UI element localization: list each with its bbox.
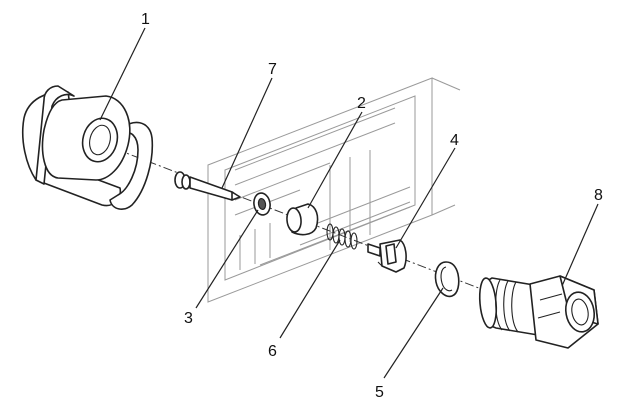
leader-4: [395, 147, 456, 249]
leader-5: [383, 287, 444, 379]
part-5-retaining-ring: [434, 261, 460, 298]
callout-3: 3: [184, 310, 193, 327]
callout-5: 5: [375, 384, 384, 401]
callout-2: 2: [357, 95, 366, 112]
part-8-connector-body: [478, 275, 599, 349]
part-3-washer: [253, 192, 271, 216]
callout-4: 4: [450, 132, 459, 149]
leader-6: [279, 239, 341, 339]
callout-7: 7: [268, 61, 277, 78]
background-logo: [207, 77, 461, 303]
leader-7: [221, 77, 273, 189]
callout-8: 8: [594, 187, 603, 204]
part-4-valve-head: [367, 239, 407, 273]
part-7-valve-stem: [174, 171, 241, 201]
callout-6: 6: [268, 343, 277, 360]
leader-2: [307, 111, 363, 209]
leader-8: [561, 203, 599, 287]
leader-1: [99, 27, 146, 121]
leader-lines: [99, 27, 599, 379]
part-2-sleeve: [286, 203, 319, 236]
leader-3: [195, 209, 259, 309]
part-1-clip-housing: [21, 85, 154, 210]
callout-labels: 1 2 3 4 5 6 7 8: [141, 11, 603, 401]
callout-1: 1: [141, 11, 150, 28]
part-6-spring: [326, 223, 358, 250]
